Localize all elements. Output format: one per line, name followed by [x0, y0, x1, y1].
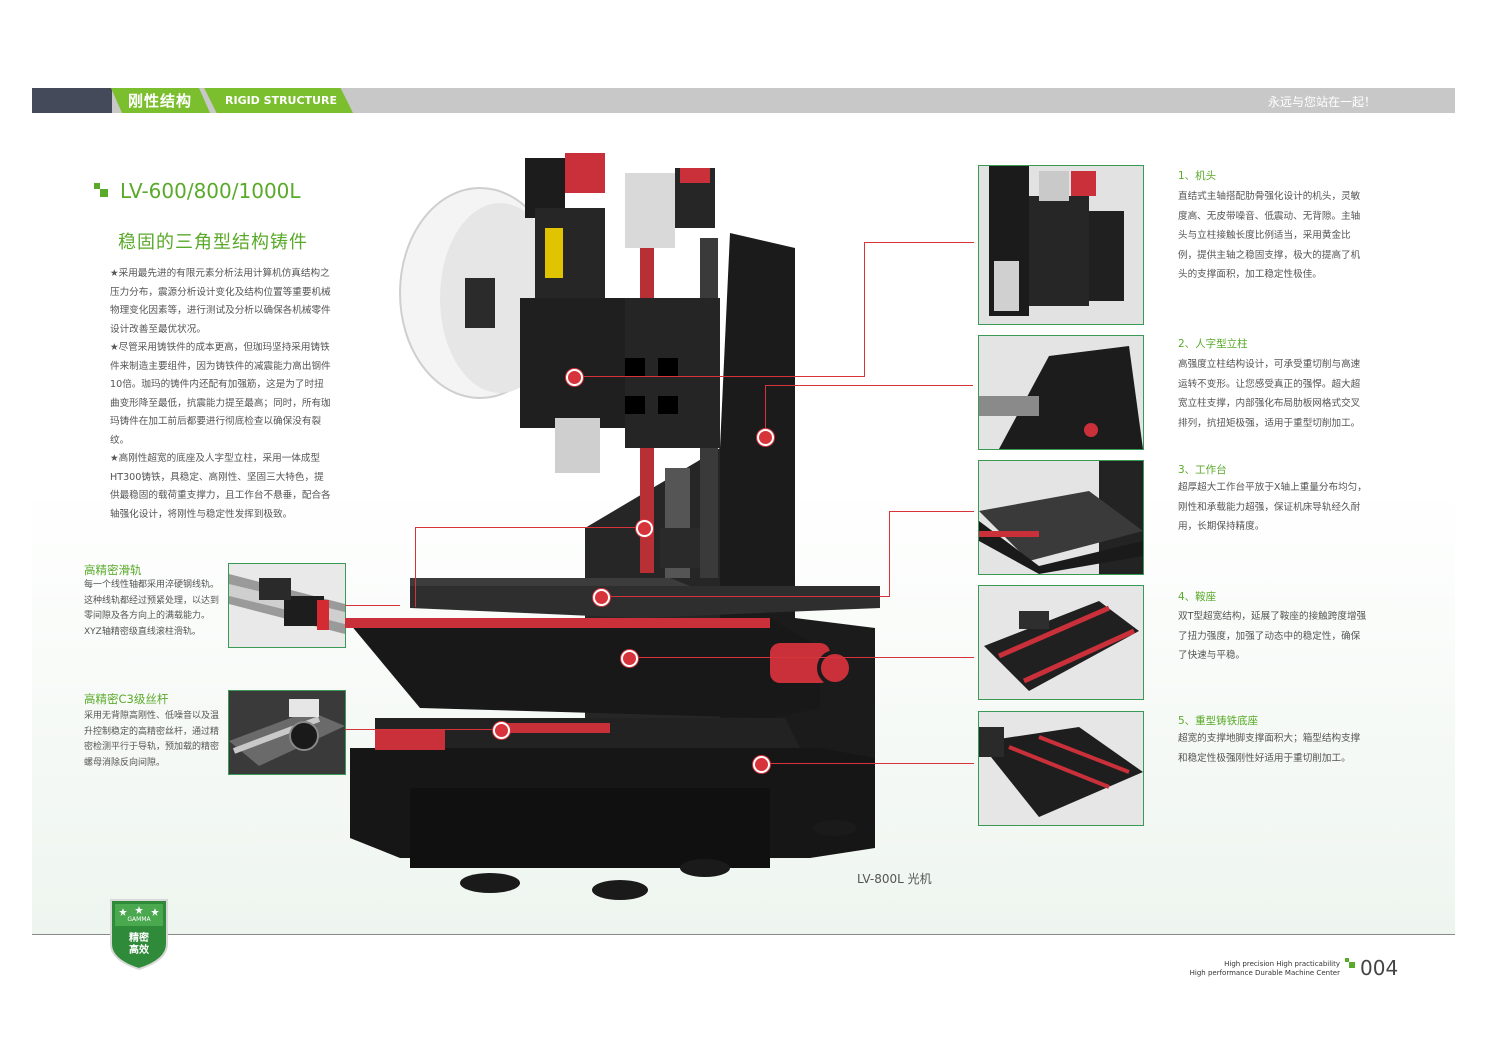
- header-green-tab-cn: [111, 88, 210, 113]
- footer-tagline: High precision High practicability High …: [1150, 960, 1340, 978]
- saddle-photo: [978, 585, 1144, 700]
- header-slogan: 永远与您站在一起！: [1268, 95, 1377, 109]
- callout-dot-rail: [636, 520, 653, 537]
- model-title: LV-600/800/1000L: [120, 179, 301, 203]
- feature-text-rail: 每一个线性轴都采用淬硬钢线轨。这种线轨都经过预紧处理，以达到零间隙及各方向上的满…: [84, 580, 220, 637]
- feature-text-head: 直结式主轴搭配肋骨强化设计的机头，灵敏度高、无皮带噪音、低震动、无背隙。主轴头与…: [1178, 191, 1361, 280]
- intro-bullet: ★采用最先进的有限元素分析法用计算机仿真结构之压力分布，震源分析设计变化及结构位…: [110, 268, 331, 335]
- callout-line-head: [864, 242, 974, 243]
- badge-text: 精密 高效: [108, 933, 170, 957]
- callout-line-column: [765, 385, 766, 437]
- header-green-tab-en: [204, 88, 353, 113]
- callout-line-rail: [415, 527, 643, 528]
- callout-line-saddle: [628, 657, 974, 658]
- callout-dot-table: [593, 589, 610, 606]
- spindle-head-photo: [978, 165, 1144, 325]
- intro-bullets: ★采用最先进的有限元素分析法用计算机仿真结构之压力分布，震源分析设计变化及结构位…: [110, 265, 332, 524]
- green-square-mark-icon: [94, 183, 108, 197]
- callout-line-column: [765, 385, 973, 386]
- feature-title-column: 2、人字型立柱: [1178, 338, 1248, 350]
- badge-line2: 高效: [129, 945, 149, 956]
- precision-badge: GAMMA 精密 高效: [108, 898, 170, 971]
- callout-line-rail: [415, 527, 416, 607]
- feature-text-screw: 采用无背隙高刚性、低噪音以及温升控制稳定的高精密丝杆，通过精密检测平行于导轨，预…: [84, 711, 220, 768]
- callout-line-table: [889, 511, 974, 512]
- feature-text-saddle: 双T型超宽结构，延展了鞍座的接触跨度增强了扭力强度，加强了动态中的稳定性，确保了…: [1178, 611, 1367, 661]
- callout-line-table: [600, 596, 890, 597]
- feature-title-table: 3、工作台: [1178, 464, 1227, 476]
- callout-line-table: [889, 511, 890, 597]
- callout-line-base: [760, 763, 974, 764]
- callout-line-head: [573, 376, 865, 377]
- base-photo: [978, 711, 1144, 826]
- intro-subtitle: 稳固的三角型结构铸件: [118, 232, 308, 253]
- feature-title-saddle: 4、鞍座: [1178, 591, 1217, 603]
- linear-rail-photo: [228, 563, 346, 648]
- callout-dot-saddle: [621, 650, 638, 667]
- footer-tagline-line2: High performance Durable Machine Center: [1189, 969, 1340, 977]
- feature-title-rail: 高精密滑轨: [84, 563, 142, 577]
- callout-dot-column: [757, 429, 774, 446]
- callout-dot-base: [753, 756, 770, 773]
- callout-line-head: [864, 242, 865, 377]
- callout-dot-head: [566, 369, 583, 386]
- feature-text-table: 超厚超大工作台平放于X轴上重量分布均匀，刚性和承载能力超强，保证机床导轨经久耐用…: [1178, 482, 1367, 532]
- shield-icon: [110, 899, 168, 971]
- green-square-mark-icon: [1345, 958, 1355, 968]
- footer-tagline-line1: High precision High practicability: [1224, 960, 1340, 968]
- intro-bullet: ★尽管采用铸铁件的成本更高，但珈玛坚持采用铸铁件来制造主要组件，因为铸铁件的减震…: [110, 342, 331, 446]
- feature-title-screw: 高精密C3级丝杆: [84, 692, 169, 706]
- badge-line1: 精密: [129, 933, 149, 944]
- feature-title-head: 1、机头: [1178, 170, 1217, 182]
- feature-title-base: 5、重型铸铁底座: [1178, 715, 1259, 727]
- section-title-cn: 刚性结构: [128, 92, 193, 110]
- callout-dot-screw: [493, 722, 510, 739]
- callout-line-screw: [345, 729, 500, 730]
- intro-bullet: ★高刚性超宽的底座及人字型立柱，采用一体成型HT300铸铁，具稳定、高刚性、坚固…: [110, 453, 331, 520]
- header-dark-block: [32, 88, 112, 113]
- footer-divider: [32, 934, 1455, 935]
- callout-line-rail: [345, 605, 400, 606]
- section-title-en: RIGID STRUCTURE: [225, 94, 337, 107]
- worktable-photo: [978, 460, 1144, 575]
- feature-text-base: 超宽的支撑地脚支撑面积大；箱型结构支撑和稳定性极强刚性好适用于重切削加工。: [1178, 733, 1361, 764]
- ball-screw-photo: [228, 690, 346, 775]
- machine-illustration: [345, 153, 880, 900]
- page-number: 004: [1360, 956, 1399, 980]
- feature-text-column: 高强度立柱结构设计，可承受重切削与高速运转不变形。让您感受真正的强悍。超大超宽立…: [1178, 359, 1361, 429]
- machine-caption: LV-800L 光机: [857, 872, 932, 886]
- column-photo: [978, 335, 1144, 450]
- badge-brand: GAMMA: [127, 916, 151, 923]
